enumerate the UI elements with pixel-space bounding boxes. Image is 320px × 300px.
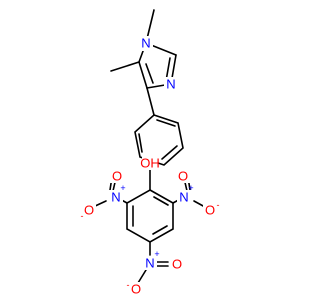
- phenyl-double-1: [156, 119, 176, 127]
- charge-n-nitro-right: +: [188, 183, 193, 193]
- atom-o-double-nitro-bottom: O: [172, 257, 182, 272]
- phenyl-ring: [134, 114, 184, 166]
- imidazole-molecule: N N: [110, 9, 184, 166]
- phenyl-double-2: [161, 145, 178, 160]
- charge-n-nitro-bottom: +: [154, 249, 159, 259]
- atom-n-nitro-right: N: [179, 190, 188, 205]
- bond-c4-c5: [138, 61, 148, 89]
- atom-hydroxyl: OH: [140, 156, 160, 171]
- atom-o-double-nitro-left: O: [112, 169, 122, 184]
- phenyl-double-3: [138, 133, 143, 153]
- atom-n-nitro-left: N: [111, 190, 120, 205]
- charge-n-nitro-left: +: [120, 183, 125, 193]
- atom-n-nitro-bottom: N: [145, 256, 154, 271]
- charge-o-nitro-left: -: [81, 211, 84, 221]
- atom-n-ring: N: [166, 77, 175, 92]
- atom-o-double-nitro-right: O: [178, 169, 188, 184]
- atom-o-single-nitro-right: O: [205, 203, 215, 218]
- benzene-double-1: [153, 196, 169, 206]
- bond-c4-c5-double: [145, 63, 154, 84]
- atom-o-single-nitro-bottom: O: [131, 282, 141, 297]
- structure-diagram: N N OH N + O O - N + O: [81, 9, 220, 297]
- atom-o-single-nitro-left: O: [84, 203, 94, 218]
- bond-c5-methyl: [110, 61, 140, 72]
- benzene-ring: [126, 189, 174, 243]
- atom-n-methyl: N: [141, 36, 150, 51]
- bond-c4-phenyl: [146, 87, 155, 116]
- benzene-double-2: [152, 225, 168, 235]
- picric-acid-molecule: OH N + O O - N + O O - N + O: [81, 156, 220, 297]
- charge-o-nitro-bottom: -: [127, 280, 130, 290]
- bond-n-o-single-bottom: [137, 269, 147, 284]
- charge-o-nitro-right: -: [217, 200, 220, 210]
